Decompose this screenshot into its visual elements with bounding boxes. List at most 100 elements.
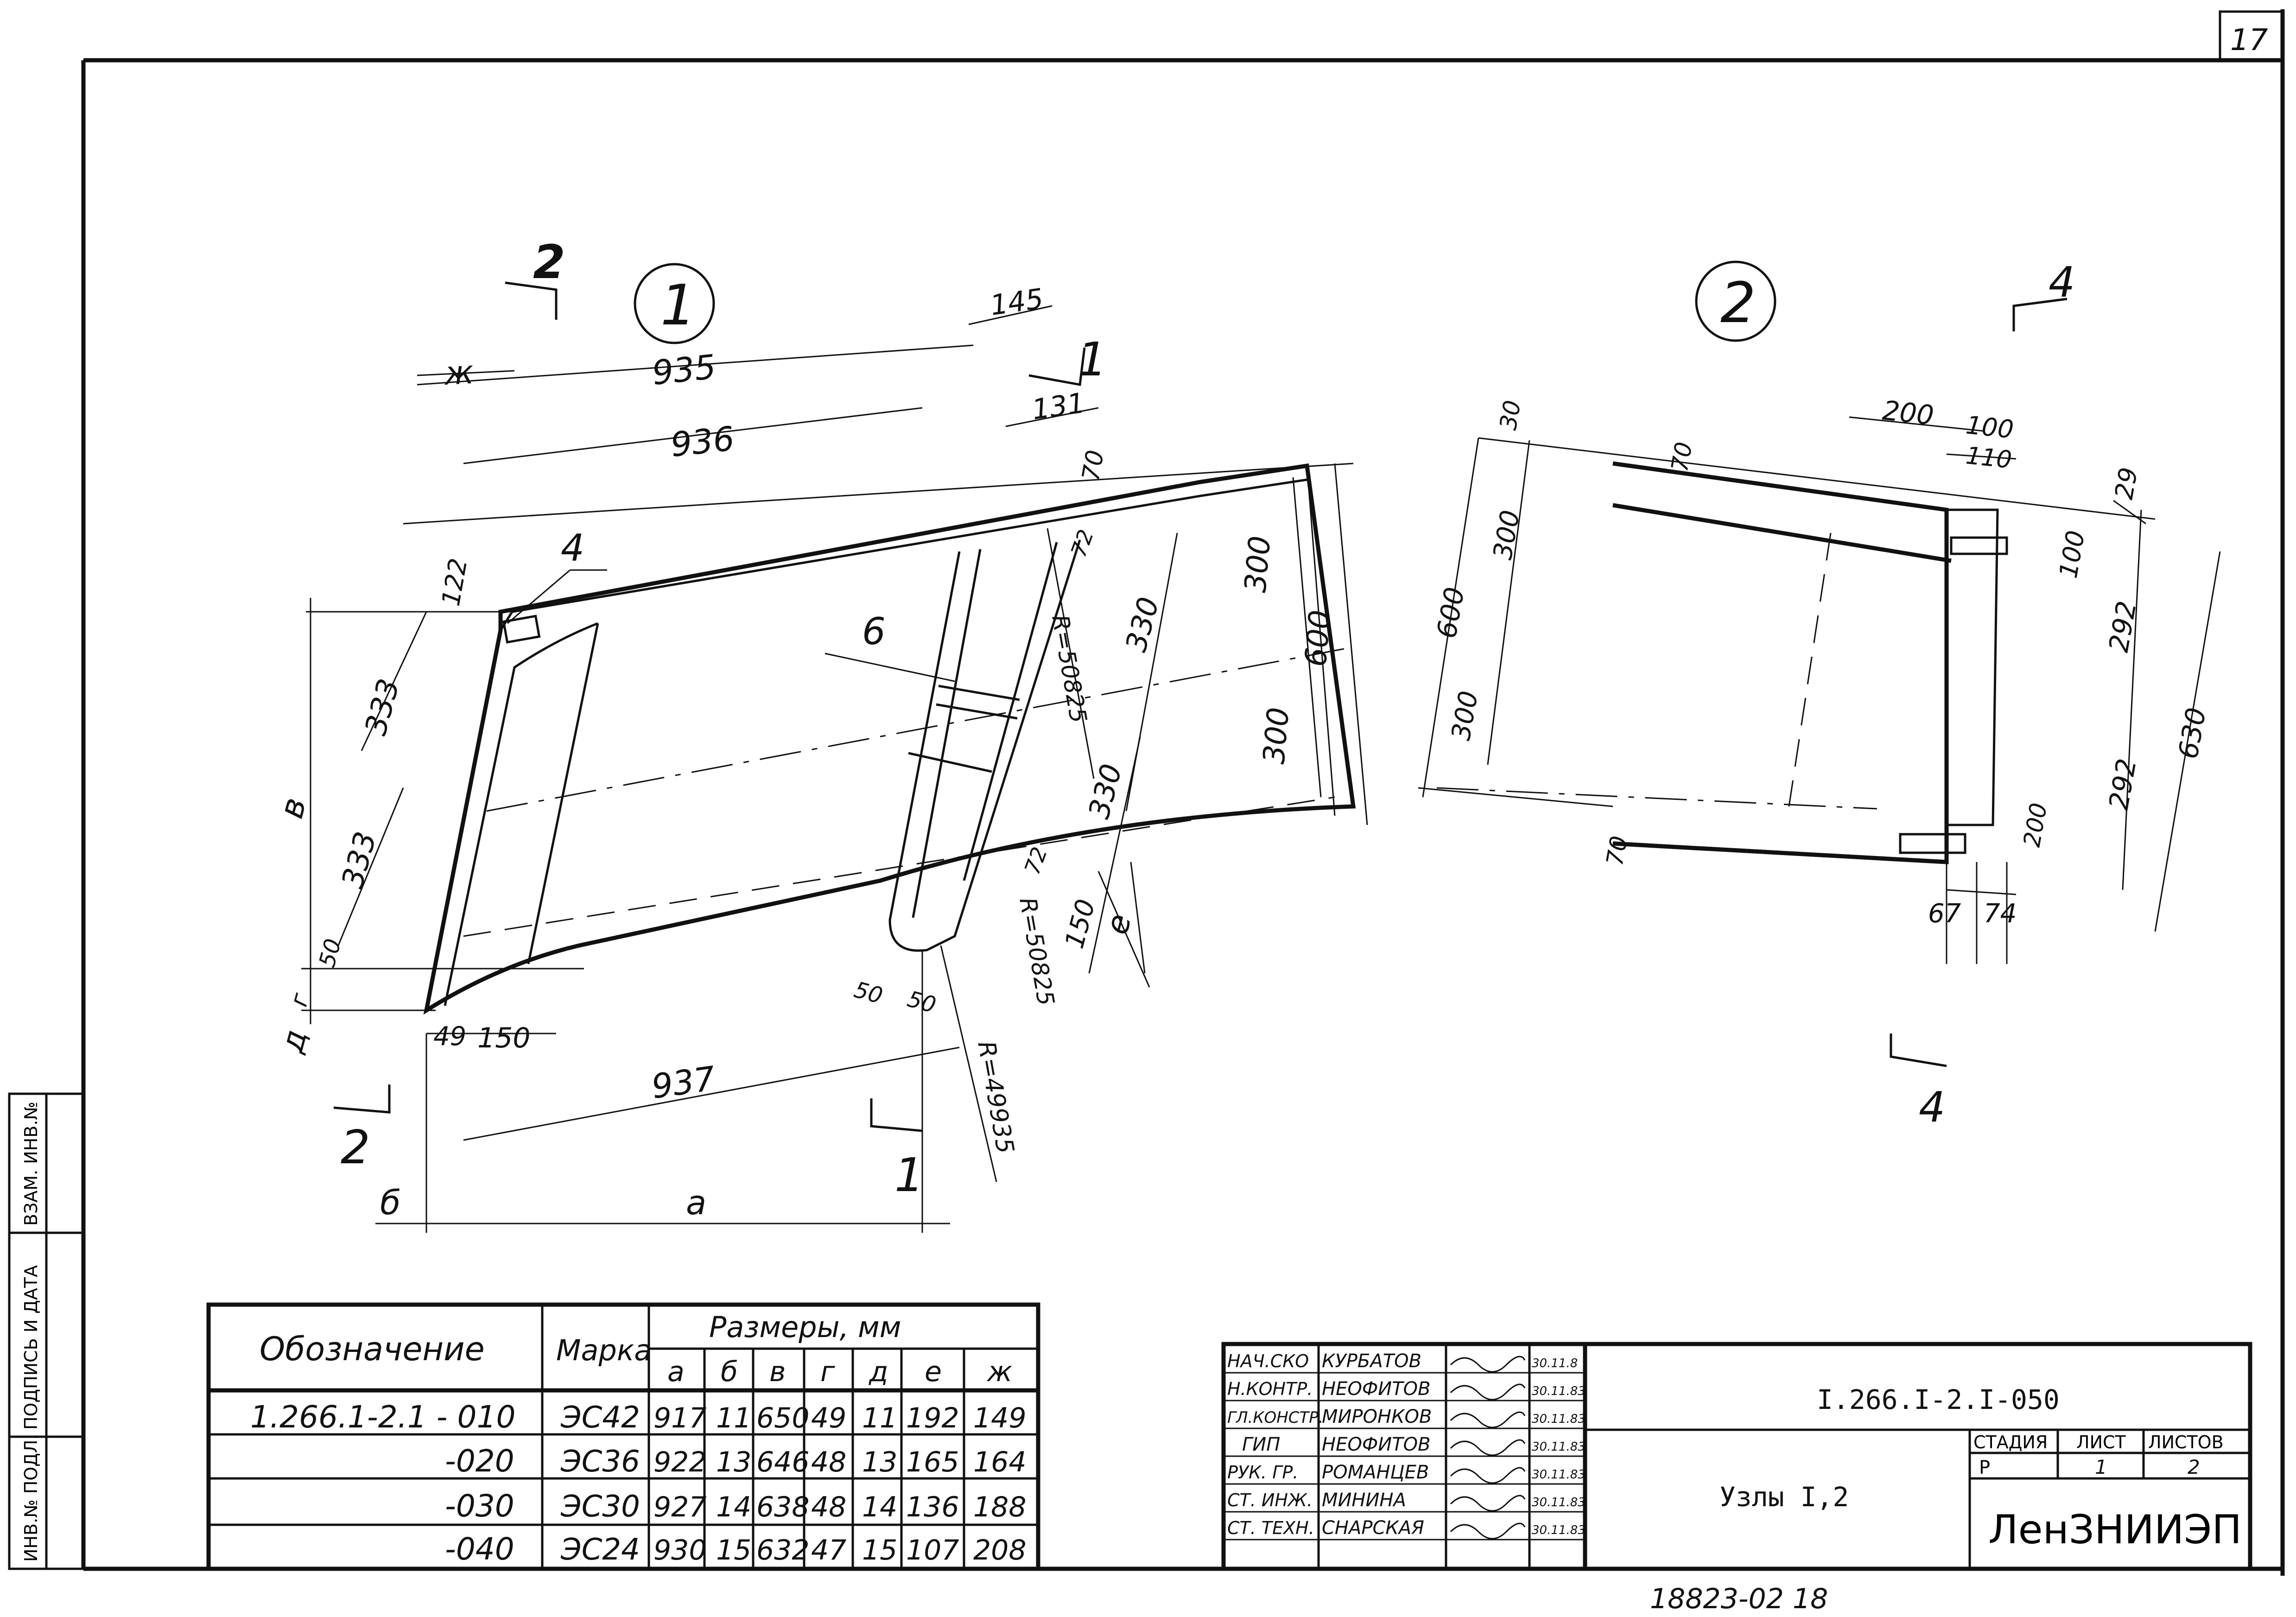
node-2-bottom-slot bbox=[1899, 833, 1966, 854]
dim2-67: 67 bbox=[1928, 899, 1961, 929]
side-stamp: ИНВ.№ ПОДЛ. ПОДПИСЬ И ДАТА ВЗАМ. ИНВ.№ bbox=[8, 1092, 85, 1570]
spec-col-v: в bbox=[769, 1356, 786, 1388]
section-1-top-label: 1 bbox=[1078, 332, 1107, 387]
signature-date: 30.11.83 bbox=[1532, 1496, 1586, 1509]
dim2-200-line bbox=[1849, 416, 1984, 432]
signature-name: КУРБАТОВ bbox=[1322, 1351, 1421, 1372]
dim-line-936 bbox=[463, 407, 923, 464]
node-1-rib-crossbar-c bbox=[908, 752, 992, 773]
dim2-600: 600 bbox=[1431, 585, 1471, 641]
signature-date: 30.11.83 bbox=[1532, 1384, 1586, 1398]
dim2-110: 110 bbox=[1965, 442, 2013, 474]
dim2-30: 30 bbox=[1495, 398, 1526, 432]
dim-line-300a bbox=[1306, 465, 1336, 816]
dim-line-150-e bbox=[1097, 871, 1150, 988]
dim-50b: 50 bbox=[851, 977, 885, 1009]
dim-72b: 72 bbox=[1020, 843, 1053, 877]
signature-date: 30.11.83 bbox=[1532, 1523, 1586, 1537]
dim2-292b: 292 bbox=[2103, 756, 2143, 812]
dim-122: 122 bbox=[436, 556, 473, 608]
signature-role: НАЧ.СКО bbox=[1227, 1351, 1309, 1371]
node-1-lower-axis bbox=[463, 796, 1335, 937]
spec-cell-zh: 188 bbox=[973, 1491, 1027, 1523]
dim-300a: 300 bbox=[1238, 534, 1277, 594]
spec-cell-d: 11 bbox=[862, 1402, 897, 1434]
pos-4: 4 bbox=[561, 526, 584, 570]
spec-cell-v: 632 bbox=[756, 1534, 810, 1566]
dim2-70a: 70 bbox=[1666, 440, 1698, 474]
dim-line-e bbox=[1130, 862, 1146, 974]
signature-role: РУК. ГР. bbox=[1227, 1462, 1298, 1483]
spec-row: 1.266.1-2.1 - 010 ЭС42 917 11 650 49 11 … bbox=[250, 1399, 1027, 1435]
spec-cell-a: 917 bbox=[653, 1402, 707, 1434]
signature-name: НЕОФИТОВ bbox=[1322, 1434, 1431, 1455]
dim2-292-line bbox=[2122, 509, 2142, 890]
dim-e: е bbox=[1098, 910, 1139, 938]
dim-150a: 150 bbox=[477, 1022, 531, 1054]
title-block: НАЧ.СКО КУРБАТОВ 30.11.8 Н.КОНТР. НЕОФИТ… bbox=[1221, 1342, 2252, 1571]
spec-cell-v: 638 bbox=[756, 1491, 810, 1523]
signature-scribble bbox=[1450, 1467, 1526, 1484]
dim2-100a: 100 bbox=[1965, 410, 2015, 444]
sheets-value: 2 bbox=[2188, 1456, 2200, 1478]
spec-cell-e: 192 bbox=[906, 1402, 959, 1434]
node-2-circle bbox=[1695, 260, 1776, 342]
spec-cell-b: 11 bbox=[716, 1402, 751, 1434]
spec-header-sizes: Размеры, мм bbox=[709, 1310, 901, 1344]
signature-row: ГЛ.КОНСТР. МИРОНКОВ 30.11.83 bbox=[1227, 1406, 1586, 1428]
section-mark-2-bottom bbox=[333, 1084, 391, 1114]
spec-row-designation: -030 bbox=[445, 1488, 514, 1524]
dim2-300b: 300 bbox=[1446, 689, 1484, 743]
signature-name: СНАРСКАЯ bbox=[1322, 1517, 1424, 1539]
dim-v: в bbox=[271, 793, 314, 823]
signature-row: РУК. ГР. РОМАНЦЕВ 30.11.83 bbox=[1227, 1462, 1586, 1484]
dim-zh: ж bbox=[443, 353, 475, 393]
dim-300b: 300 bbox=[1257, 706, 1296, 765]
node-1-plate-pos4 bbox=[502, 615, 541, 644]
section-4-top-label: 4 bbox=[2049, 258, 2075, 307]
signature-role: ГИП bbox=[1242, 1434, 1280, 1455]
spec-cell-b: 14 bbox=[716, 1491, 751, 1523]
signature-date: 30.11.83 bbox=[1532, 1440, 1586, 1454]
dim2-110-line bbox=[1946, 453, 2017, 460]
node-2-view: 2 4 4 30 70 200 100 110 29 bbox=[1418, 258, 2221, 1132]
signature-date: 30.11.83 bbox=[1532, 1468, 1586, 1482]
spec-cell-b: 13 bbox=[716, 1446, 751, 1478]
signature-date: 30.11.83 bbox=[1532, 1412, 1586, 1426]
signature-scribble bbox=[1450, 1383, 1526, 1401]
node-1-rib-crossbar-a bbox=[938, 685, 1020, 701]
node-1-circle bbox=[634, 263, 715, 344]
signature-name: РОМАНЦЕВ bbox=[1322, 1462, 1429, 1483]
dim2-300-line bbox=[1487, 440, 1530, 765]
dim-330a: 330 bbox=[1119, 594, 1166, 655]
section-4-bottom-label: 4 bbox=[1919, 1083, 1945, 1132]
dim-r49935: R=49935 bbox=[972, 1039, 1019, 1156]
node-1-right-rib bbox=[888, 539, 1081, 952]
signature-role: СТ. ТЕХН. bbox=[1227, 1518, 1314, 1538]
spec-cell-v: 646 bbox=[756, 1446, 810, 1478]
node-1-body-outline bbox=[423, 463, 1356, 1015]
spec-row-designation: -020 bbox=[445, 1443, 514, 1479]
signature-name: МИНИНА bbox=[1322, 1490, 1406, 1511]
stage-label: СТАДИЯ bbox=[1973, 1432, 2048, 1452]
spec-cell-g: 49 bbox=[811, 1402, 846, 1434]
bottom-note: 18823-02 18 bbox=[1650, 1583, 1828, 1615]
signature-scribble bbox=[1450, 1356, 1526, 1373]
section-mark-1-bottom bbox=[870, 1098, 923, 1132]
dim-333a: 333 bbox=[359, 675, 406, 739]
spec-row-designation: -040 bbox=[445, 1531, 514, 1567]
section-2-bottom-label: 2 bbox=[341, 1120, 370, 1174]
spec-header-mark: Марка bbox=[556, 1333, 652, 1367]
sheet-title: Узлы I,2 bbox=[1719, 1481, 1849, 1513]
node-1-left-rib bbox=[527, 623, 599, 964]
dim-b: б bbox=[380, 1183, 400, 1222]
signature-row: СТ. ИНЖ. МИНИНА 30.11.83 bbox=[1227, 1490, 1586, 1512]
sheets-label: ЛИСТОВ bbox=[2148, 1432, 2224, 1452]
page-number: 17 bbox=[2230, 23, 2268, 57]
node-1-top-edge bbox=[499, 478, 1307, 631]
node-1-label: 1 bbox=[660, 273, 696, 338]
dim-50a: 50 bbox=[314, 936, 346, 970]
spec-cell-e: 136 bbox=[906, 1491, 959, 1523]
dim-r50825b: R=50825 bbox=[1014, 895, 1059, 1008]
